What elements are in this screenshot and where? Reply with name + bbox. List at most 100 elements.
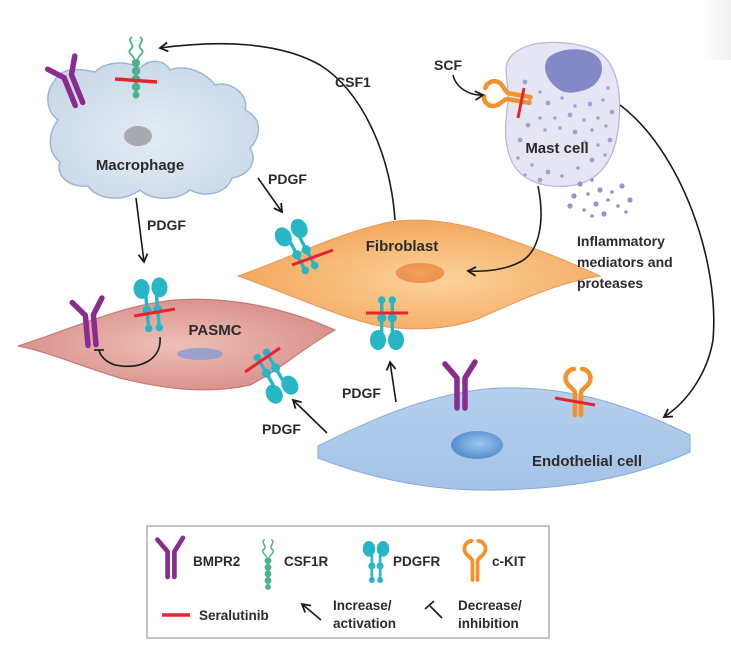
granule	[596, 116, 600, 120]
scf-arrow	[452, 74, 485, 101]
granule	[545, 100, 551, 106]
granule	[583, 140, 587, 144]
pdgf-endothelial-to-pasmc-arrow	[291, 398, 328, 434]
released-granule	[597, 187, 603, 193]
macrophage-label: Macrophage	[96, 157, 184, 174]
pdgf-macrophage-to-pasmc-arrow	[135, 197, 149, 264]
mast-to-fibroblast-arrow	[466, 185, 542, 277]
seralutinib-block-csf1r	[114, 77, 158, 84]
granule	[573, 104, 577, 108]
pdgf-endothelial-to-fibroblast-label: PDGF	[342, 385, 381, 401]
released-granule	[586, 192, 590, 196]
legend-decrease-line-2: inhibition	[458, 616, 519, 631]
granule	[589, 157, 595, 163]
seralutinib-block-pasmc-upper	[133, 307, 176, 318]
pasmc-inhibition-curve	[98, 336, 161, 367]
inflammatory-line-1: Inflammatory	[577, 233, 665, 249]
endothelial-nucleus	[451, 431, 503, 459]
fibroblast-label: Fibroblast	[366, 238, 439, 255]
granule	[604, 124, 608, 128]
released-granule	[593, 201, 599, 207]
released-granule	[590, 214, 594, 218]
pdgf-macrophage-to-fibroblast-arrow	[257, 177, 284, 214]
legend-decrease-label: Decrease/ inhibition	[458, 598, 526, 631]
granule	[560, 96, 564, 100]
seralutinib-block-pasmc-lower	[244, 346, 281, 374]
pdgf-endothelial-to-fibroblast-arrow	[385, 360, 397, 403]
legend-seralutinib-label: Seralutinib	[199, 608, 269, 623]
macrophage-cell: Macrophage	[47, 60, 260, 199]
granule	[607, 137, 613, 143]
seralutinib-block-fibroblast-upper	[291, 248, 334, 267]
released-granule	[590, 178, 594, 182]
granule	[537, 177, 543, 183]
granule	[516, 156, 520, 160]
fibroblast-nucleus	[396, 263, 444, 283]
released-granule	[571, 193, 577, 199]
pdgf-endothelial-to-pasmc-label: PDGF	[262, 421, 301, 437]
granule	[601, 98, 605, 102]
granule	[517, 137, 523, 143]
csf1-arrow	[158, 41, 396, 221]
seralutinib-block-ckit-mast	[516, 87, 526, 119]
granule	[530, 163, 534, 167]
inflammatory-mediators-label: Inflammatory mediators and proteases	[577, 233, 677, 291]
pasmc-nucleus	[177, 348, 223, 360]
granule	[609, 109, 615, 115]
granule	[522, 79, 528, 85]
released-granule	[624, 210, 628, 214]
pasmc-label: PASMC	[188, 322, 241, 339]
released-granule	[606, 198, 610, 202]
legend-increase-label: Increase/ activation	[333, 598, 396, 631]
released-granule	[577, 181, 583, 187]
mast-cell-nucleus	[545, 49, 603, 93]
granule	[587, 101, 593, 107]
legend-pdgfr-label: PDGFR	[393, 554, 441, 569]
released-granule	[582, 208, 586, 212]
pdgf-macrophage-to-pasmc-label: PDGF	[147, 217, 186, 233]
granule	[560, 174, 564, 178]
legend-decrease-icon	[424, 600, 443, 619]
mast-to-endothelial-arrow	[619, 104, 715, 418]
pdgf-macrophage-to-fibroblast-label: PDGF	[268, 171, 307, 187]
legend-bmpr2-label: BMPR2	[193, 554, 240, 569]
macrophage-nucleus	[124, 126, 152, 146]
legend: BMPR2 CSF1R PDGFR c-KIT Seralutinib Incr…	[146, 525, 550, 639]
granule	[543, 128, 547, 132]
seralutinib-block-ckit-endothelial	[554, 396, 596, 407]
endothelial-label: Endothelial cell	[532, 453, 642, 470]
granule	[606, 86, 610, 90]
released-granule	[610, 190, 614, 194]
granule	[558, 126, 562, 130]
granule	[525, 122, 531, 128]
released-granule	[601, 211, 607, 217]
granule	[576, 166, 580, 170]
granule	[603, 153, 607, 157]
legend-increase-line-2: activation	[333, 616, 396, 631]
released-granule	[627, 197, 633, 203]
legend-box	[146, 525, 550, 639]
granule	[545, 169, 551, 175]
mast-cell-granules	[516, 79, 615, 183]
released-granules	[567, 178, 633, 218]
csf1-label: CSF1	[335, 74, 371, 90]
legend-increase-line-1: Increase/	[333, 598, 392, 613]
released-granule	[567, 203, 573, 209]
legend-decrease-line-1: Decrease/	[458, 598, 522, 613]
corner-shadow	[701, 0, 731, 60]
fibroblast-cell: Fibroblast	[236, 219, 602, 330]
granule	[582, 118, 586, 122]
granule	[567, 112, 573, 118]
endothelial-cell: Endothelial cell	[317, 387, 691, 491]
granule	[596, 143, 600, 147]
endothelial-body	[317, 387, 691, 491]
inflammatory-line-3: proteases	[577, 275, 643, 291]
granule	[590, 128, 594, 132]
released-granule	[616, 204, 620, 208]
macrophage-body	[47, 60, 260, 199]
mast-cell-label: Mast cell	[525, 140, 588, 157]
legend-ckit-label: c-KIT	[492, 554, 527, 569]
granule	[553, 116, 557, 120]
inflammatory-line-2: mediators and	[577, 254, 673, 270]
